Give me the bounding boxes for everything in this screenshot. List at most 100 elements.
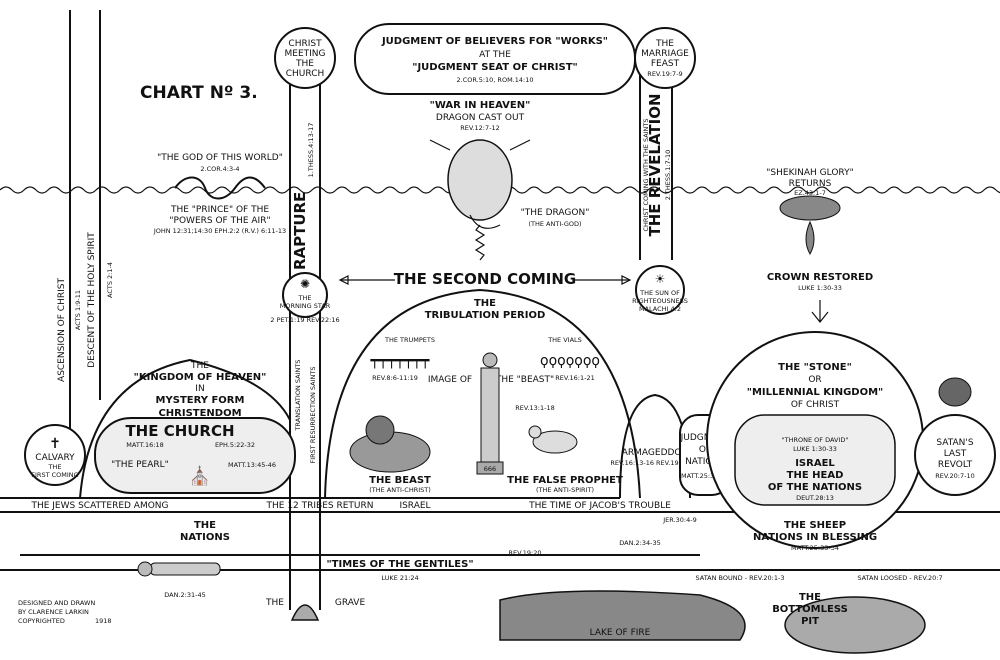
armageddon-ref: REV.16:13-16 REV.19:17-21 [610,459,699,467]
anti-spirit: (THE ANTI-SPIRIT) [536,486,594,494]
sr-ref: REV.20:7-10 [935,472,975,480]
judgment-line3: "JUDGMENT SEAT OF CHRIST" [412,62,578,73]
jn-l2: OF [699,445,711,455]
bp-l1: THE [799,592,821,603]
anti-christ: (THE ANTI-CHRIST) [369,486,431,494]
vials-label: THE VIALS [547,336,582,344]
statue-icon [476,352,504,475]
sn-l1: THE SHEEP [784,520,846,531]
second-coming-label: THE SECOND COMING [394,270,576,288]
the-dragon: "THE DRAGON" [521,208,590,218]
number-666: 666 [484,465,496,473]
credit-l4: 1918 [95,617,112,625]
kh-l2: "KINGDOM OF HEAVEN" [134,372,267,383]
jn-l1: JUDGMENT [680,433,730,443]
grave-the: THE [265,598,284,608]
mk-l3: "MILLENNIAL KINGDOM" [747,387,884,398]
mf-l1: THE [655,39,674,49]
cm-l3: THE [295,59,314,69]
cloud-icon [779,195,841,221]
revelation-ref: 2.THESS.1:7-10 [664,150,672,201]
ms-l1: THE [298,294,312,302]
cal-l2: THE [48,463,62,471]
false-prophet: THE FALSE PROPHET [507,475,623,486]
satan-loosed: SATAN LOOSED - REV.20:7 [857,574,942,582]
sr-l2: LAST [944,449,967,459]
sun-l1: THE SUN OF [639,289,680,297]
times-gentiles: "TIMES OF THE GENTILES" [326,559,473,570]
armageddon-label: ARMAGEDDON [622,448,689,458]
church-ref1: MATT.16:18 [126,441,163,449]
dan-ref2: DAN.2:34-35 [619,539,660,547]
bp-l2: BOTTOMLESS [772,604,848,615]
bottomless-pit [784,596,926,654]
trib-l2: TRIBULATION PERIOD [425,310,546,321]
jn-l3: NATIONS [685,457,725,467]
mf-ref: REV.19:7-9 [647,70,682,78]
rapture-pillar [289,60,321,610]
cal-l3: FIRST COMING [31,471,78,479]
church-ref2: EPH.5:22-32 [215,441,255,449]
sun-icon: ☀ [655,272,666,286]
god-of-world: "THE GOD OF THIS WORLD" [157,153,283,163]
sun-ref: MALACHI 4:2 [639,305,681,313]
war-in-heaven: "WAR IN HEAVEN" [430,100,531,111]
bp-l3: PIT [801,616,819,627]
crown-restored: CROWN RESTORED [767,272,873,283]
throne-ref: LUKE 1:30-33 [793,445,837,453]
ascension-label: ASCENSION OF CHRIST [57,278,67,382]
trumpets-icons: ┯┯┯┯┯┯┯ [369,353,430,369]
nations-l2: NATIONS [180,532,230,543]
lake-label: LAKE OF FIRE [590,628,651,638]
star-icon: ✺ [300,277,310,291]
mk-l4: OF CHRIST [791,400,840,410]
smoke-icon [938,377,972,407]
beast-ref: REV.13:1-18 [515,404,555,412]
ih-l2: THE HEAD [787,470,844,481]
the-pearl: "THE PEARL" [111,460,169,470]
throne-david: "THRONE OF DAVID" [782,436,849,444]
judgment-ref: 2.COR.5:10, ROM.14:10 [457,76,534,84]
kingdom-arc [79,358,291,499]
anti-god: (THE ANTI-GOD) [528,220,581,228]
israel-ref: DEUT.28:13 [796,494,834,502]
mk-l2: OR [808,375,821,385]
trib-l1: THE [474,298,496,309]
kh-l5: CHRISTENDOM [158,408,241,419]
credit-l2: BY CLARENCE LARKIN [18,608,89,616]
second-coming-bg [395,268,575,288]
first-resurrection: FIRST RESURRECTION SAINTS [309,366,317,463]
grave-label: GRAVE [335,598,366,608]
church-oval [94,417,296,494]
lake-of-fire [499,590,746,641]
shekinah-ref: EZ.43:1-7 [794,189,826,197]
jn-ref: MATT.25:31-46 [681,472,729,480]
israel-label: ISRAEL [399,501,430,511]
trumpets-label: THE TRUMPETS [384,336,435,344]
vials-icons: ϙϙϙϙϙϙϙ [540,353,600,369]
descent-ref: ACTS 2:1-4 [106,262,114,298]
serpent-icon [174,176,266,200]
jews-scattered: THE JEWS SCATTERED AMONG [30,501,168,511]
ih-l3: OF THE NATIONS [768,482,862,493]
crown-ref: LUKE 1:30-33 [798,284,842,292]
credit-l1: DESIGNED AND DRAWN [18,599,95,607]
the-beast: THE BEAST [369,475,431,486]
morning-star-circle [282,272,328,318]
tribulation-dome [324,288,641,499]
spring-line [474,224,486,261]
ascension-ref: ACTS 1:9-11 [74,290,82,330]
kh-l3: IN [195,384,204,394]
war-ref: REV.12:7-12 [460,124,500,132]
gentiles-ref: LUKE 21:24 [381,574,418,582]
air-wave-line [0,186,1000,194]
sun-l2: RIGHTEOUSNESS [632,297,688,305]
mk-l1: THE "STONE" [778,362,852,373]
ih-l1: ISRAEL [795,458,835,469]
judgment-line1: JUDGMENT OF BELIEVERS FOR "WORKS" [381,36,608,47]
god-ref: 2.COR.4:3-4 [200,165,239,173]
arrow-heads [338,275,632,285]
nations-l1: THE [194,520,216,531]
dragon-illustration-icon [429,139,531,229]
sn-l2: NATIONS IN BLESSING [753,532,877,543]
